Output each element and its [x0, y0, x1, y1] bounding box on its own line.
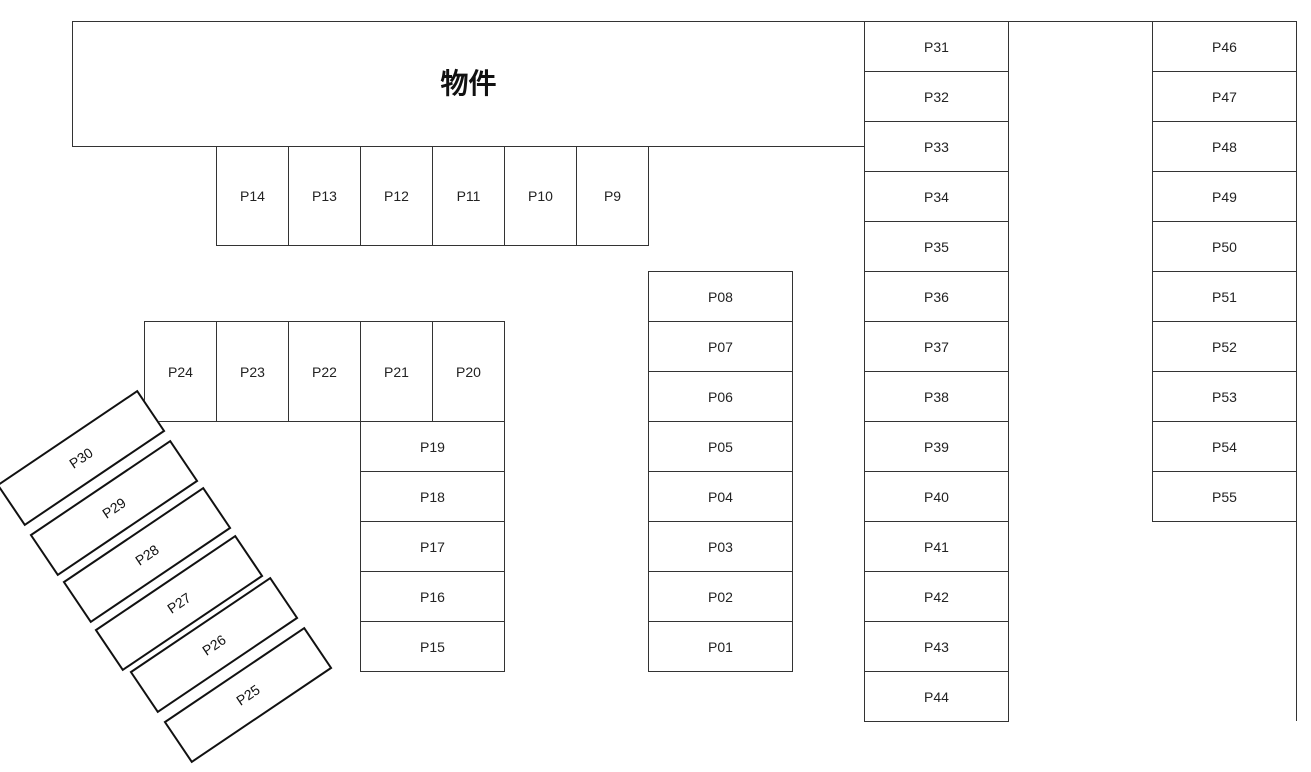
space-p10[interactable]: P10 — [504, 146, 577, 246]
space-p07[interactable]: P07 — [648, 321, 793, 372]
space-p24[interactable]: P24 — [144, 321, 217, 422]
space-p20[interactable]: P20 — [432, 321, 505, 422]
space-p33[interactable]: P33 — [864, 121, 1009, 172]
space-p06[interactable]: P06 — [648, 371, 793, 422]
space-p03[interactable]: P03 — [648, 521, 793, 572]
space-p49[interactable]: P49 — [1152, 171, 1297, 222]
space-p31[interactable]: P31 — [864, 21, 1009, 72]
space-p17[interactable]: P17 — [360, 521, 505, 572]
space-p50[interactable]: P50 — [1152, 221, 1297, 272]
space-p44[interactable]: P44 — [864, 671, 1009, 722]
space-p21[interactable]: P21 — [360, 321, 433, 422]
space-p40[interactable]: P40 — [864, 471, 1009, 522]
space-p05[interactable]: P05 — [648, 421, 793, 472]
space-p27-label: P27 — [164, 589, 194, 617]
space-p37[interactable]: P37 — [864, 321, 1009, 372]
space-p14[interactable]: P14 — [216, 146, 289, 246]
space-p23[interactable]: P23 — [216, 321, 289, 422]
space-p01[interactable]: P01 — [648, 621, 793, 672]
space-p53[interactable]: P53 — [1152, 371, 1297, 422]
space-p36[interactable]: P36 — [864, 271, 1009, 322]
space-p34[interactable]: P34 — [864, 171, 1009, 222]
space-p55[interactable]: P55 — [1152, 471, 1297, 522]
space-p13[interactable]: P13 — [288, 146, 361, 246]
space-p51[interactable]: P51 — [1152, 271, 1297, 322]
space-p16[interactable]: P16 — [360, 571, 505, 622]
space-p19[interactable]: P19 — [360, 421, 505, 472]
space-p9[interactable]: P9 — [576, 146, 649, 246]
space-p52[interactable]: P52 — [1152, 321, 1297, 372]
space-p12[interactable]: P12 — [360, 146, 433, 246]
building-label: 物件 — [440, 68, 497, 99]
space-p32[interactable]: P32 — [864, 71, 1009, 122]
space-p22[interactable]: P22 — [288, 321, 361, 422]
space-p28-label: P28 — [132, 541, 162, 569]
space-p11[interactable]: P11 — [432, 146, 505, 246]
space-p43[interactable]: P43 — [864, 621, 1009, 672]
space-p26-label: P26 — [199, 631, 229, 659]
space-p30-label: P30 — [66, 444, 96, 472]
space-p46[interactable]: P46 — [1152, 21, 1297, 72]
space-p15[interactable]: P15 — [360, 621, 505, 672]
space-p02[interactable]: P02 — [648, 571, 793, 622]
space-p29-label: P29 — [99, 494, 129, 522]
space-p04[interactable]: P04 — [648, 471, 793, 522]
space-p38[interactable]: P38 — [864, 371, 1009, 422]
space-p39[interactable]: P39 — [864, 421, 1009, 472]
space-p35[interactable]: P35 — [864, 221, 1009, 272]
space-p25-label: P25 — [233, 681, 263, 709]
top-boundary-line — [865, 21, 1296, 22]
space-p08[interactable]: P08 — [648, 271, 793, 322]
space-p48[interactable]: P48 — [1152, 121, 1297, 172]
space-p42[interactable]: P42 — [864, 571, 1009, 622]
space-p18[interactable]: P18 — [360, 471, 505, 522]
space-p47[interactable]: P47 — [1152, 71, 1297, 122]
space-p41[interactable]: P41 — [864, 521, 1009, 572]
space-p54[interactable]: P54 — [1152, 421, 1297, 472]
